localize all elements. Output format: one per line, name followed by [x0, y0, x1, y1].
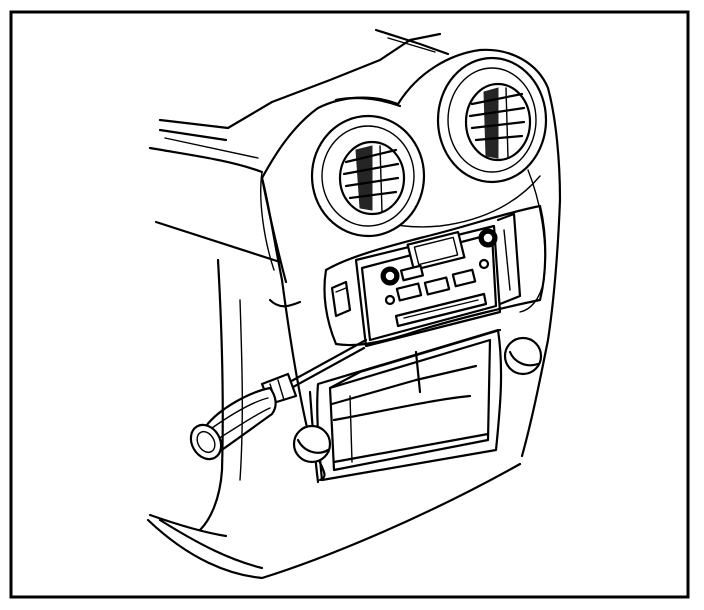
- storage-pocket: [308, 328, 503, 484]
- radio-bezel-frame: [323, 204, 547, 347]
- screwdriver: [189, 338, 368, 461]
- lower-panel: [198, 258, 244, 532]
- left-air-vent: [310, 114, 426, 238]
- right-air-vent: [436, 56, 548, 184]
- left-retainer-clip: [292, 424, 332, 464]
- radio-unit: [354, 212, 522, 348]
- side-switch: [330, 280, 352, 318]
- upper-dash-shell: [148, 28, 450, 271]
- right-retainer-clip: [503, 336, 543, 376]
